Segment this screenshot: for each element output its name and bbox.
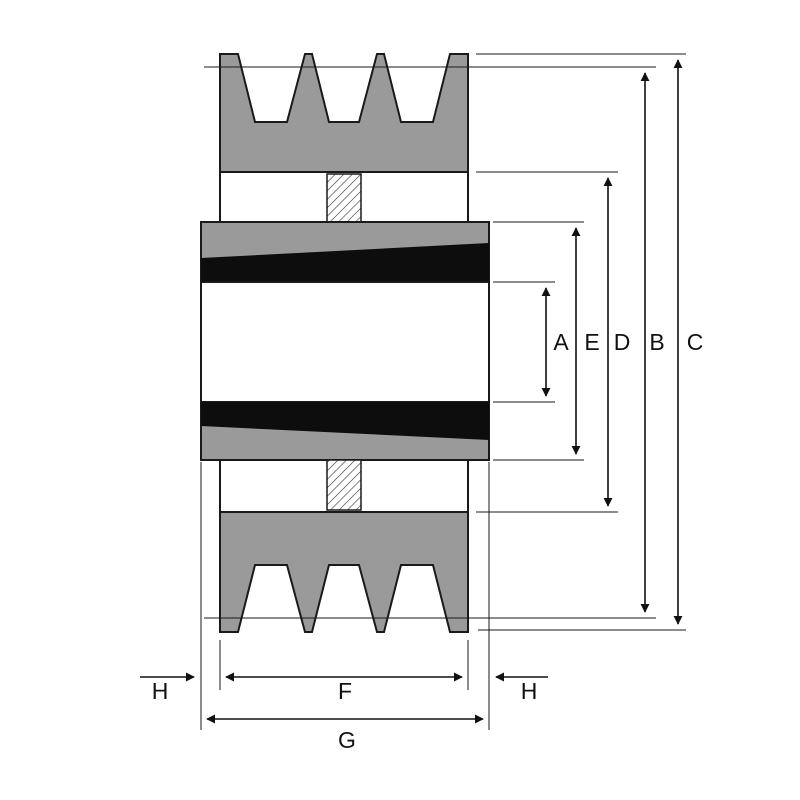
bore — [200, 281, 490, 403]
taper-bush-top — [201, 243, 489, 282]
bottom-web-hatch — [326, 459, 362, 511]
label-E: E — [584, 329, 599, 355]
bottom-grooved-rim — [219, 511, 469, 633]
label-G: G — [338, 727, 356, 753]
label-C: C — [687, 329, 704, 355]
label-D: D — [614, 329, 631, 355]
extension-lines — [200, 53, 686, 730]
label-H-right: H — [521, 678, 538, 704]
top-grooved-rim — [219, 53, 469, 173]
taper-bush-bottom — [201, 402, 489, 440]
top-web-hatch — [326, 173, 362, 223]
label-A: A — [553, 329, 569, 355]
label-F: F — [338, 678, 352, 704]
label-H-left: H — [152, 678, 169, 704]
label-B: B — [649, 329, 664, 355]
